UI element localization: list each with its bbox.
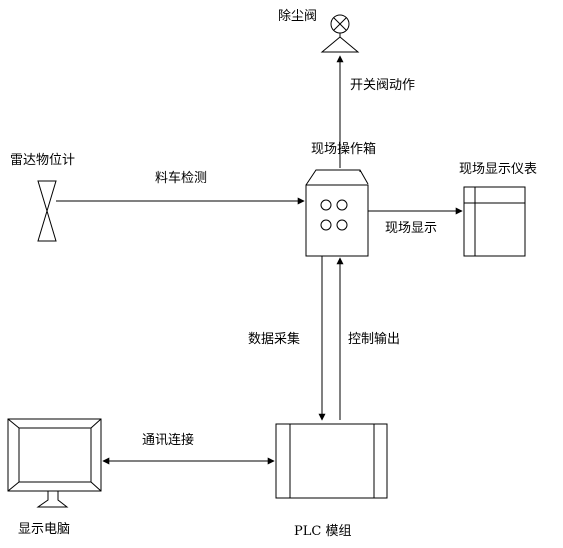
edge-valve-action-label: 开关阀动作	[350, 78, 415, 93]
valve-icon	[320, 14, 360, 53]
plc-icon	[275, 423, 388, 499]
edge-material-detect: 料车检测	[56, 170, 305, 205]
edge-material-detect-label: 料车检测	[155, 170, 207, 186]
edge-comm-link: 通讯连接	[102, 432, 275, 465]
display-pc-node: 显示电脑	[7, 418, 102, 537]
radar-level-label: 雷达物位计	[10, 153, 75, 168]
instrument-icon	[463, 186, 526, 257]
radar-level-node: 雷达物位计	[10, 153, 75, 242]
radar-icon	[37, 180, 57, 242]
edge-control-output: 控制输出	[336, 257, 400, 420]
plc-node: PLC 模组	[275, 423, 388, 539]
edge-field-show-label: 现场显示	[385, 221, 437, 236]
field-box-node: 现场操作箱	[305, 141, 376, 257]
edge-valve-action: 开关阀动作	[336, 55, 415, 168]
plc-label: PLC 模组	[294, 524, 351, 539]
field-display-label: 现场显示仪表	[459, 162, 537, 177]
field-display-node: 现场显示仪表	[459, 162, 537, 257]
display-pc-label: 显示电脑	[18, 522, 70, 537]
edge-comm-link-label: 通讯连接	[142, 432, 194, 448]
edge-data-collect: 数据采集	[248, 256, 326, 421]
edge-data-collect-label: 数据采集	[248, 331, 300, 347]
monitor-icon	[7, 418, 102, 508]
dust-valve-node: 除尘阀	[278, 9, 360, 53]
edge-control-output-label: 控制输出	[348, 331, 400, 347]
field-box-label: 现场操作箱	[311, 141, 376, 157]
edge-field-show: 现场显示	[368, 207, 463, 236]
operation-box-icon	[305, 169, 369, 257]
dust-valve-label: 除尘阀	[278, 9, 317, 24]
